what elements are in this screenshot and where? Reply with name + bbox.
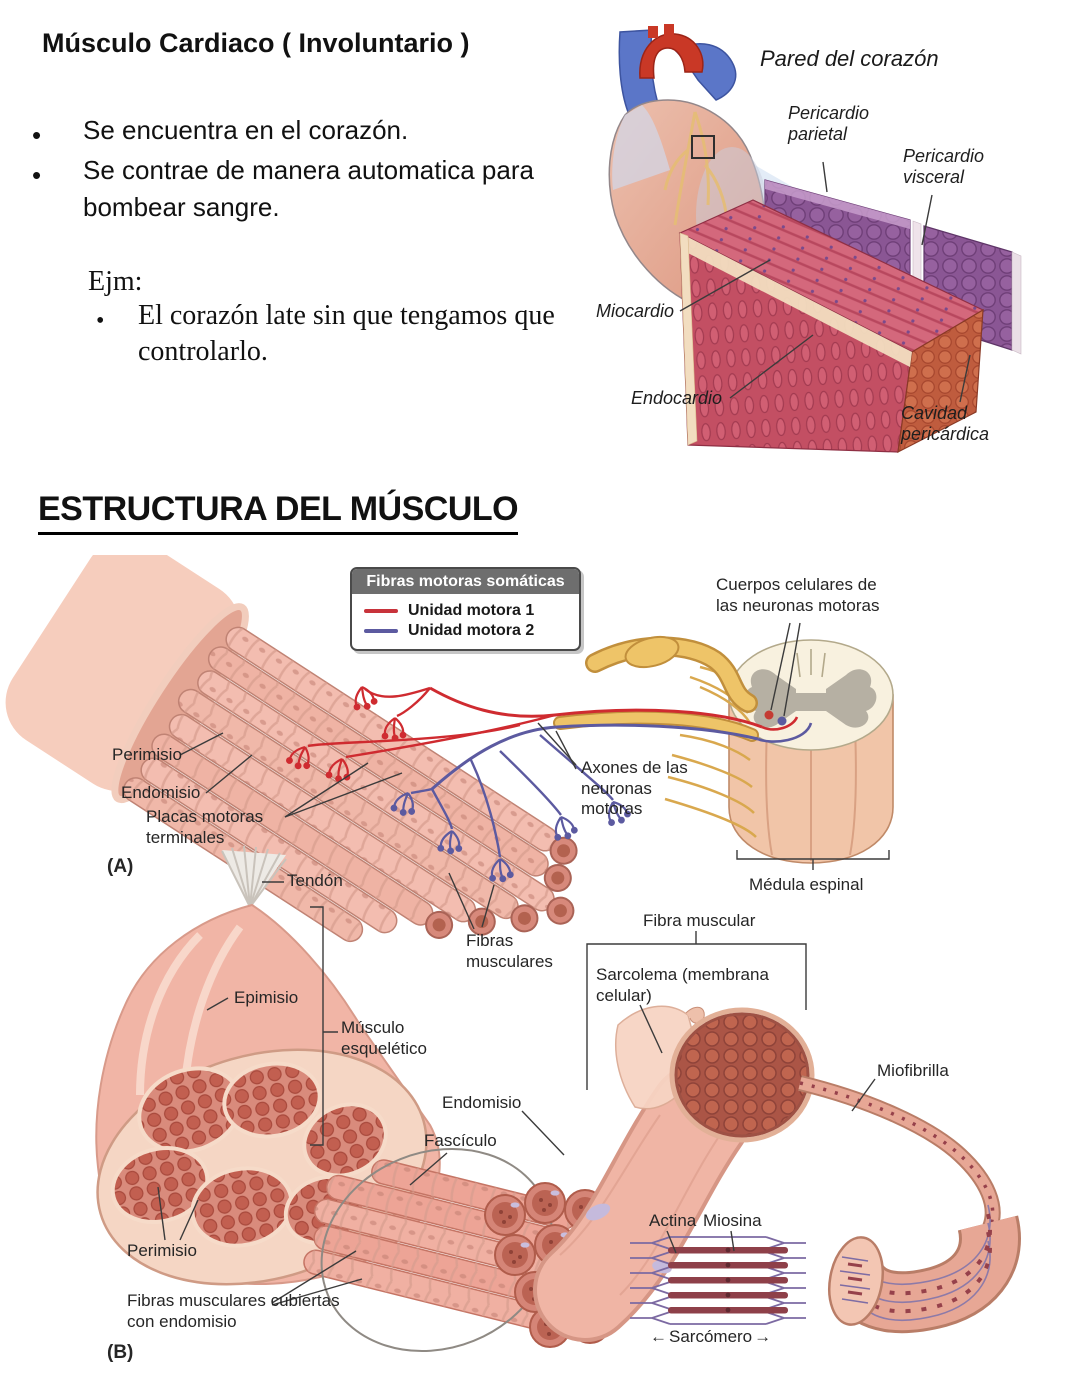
- muscle-fiber-illustration: [533, 1005, 815, 1342]
- label-endomisio-a: Endomisio: [121, 783, 201, 802]
- label-miosina: Miosina: [703, 1211, 762, 1230]
- arrow-right-icon: →: [754, 1327, 772, 1346]
- muscle-structure-illustration: [5, 538, 1021, 1353]
- example-bullet: El corazón late sin que tengamos que con…: [138, 300, 555, 367]
- endocardio-illustration: [680, 233, 912, 367]
- label-perimisio-a: Perimisio: [112, 745, 182, 764]
- bullet-icon: •: [32, 120, 42, 150]
- myofibril-illustration: [798, 1075, 1021, 1334]
- legend-box: Fibras motoras somáticas Unidad motora 1…: [350, 567, 581, 651]
- label-endocardio: Endocardio: [631, 388, 723, 408]
- label-medula-espinal: Médula espinal: [749, 875, 864, 894]
- panel-b-tag: (B): [107, 1342, 134, 1363]
- sarcomere-diagram: [630, 1236, 806, 1325]
- fascicle-compartments: [110, 1061, 388, 1248]
- page-title: Músculo Cardiaco ( Involuntario ): [42, 28, 470, 58]
- spinal-cord-illustration: [728, 639, 894, 864]
- label-cavidad-pericardica: Cavidad pericárdica: [901, 403, 990, 445]
- label-epimisio: Epimisio: [234, 988, 299, 1007]
- label-axones: Axones de las neuronas motoras: [581, 758, 688, 819]
- muscle-structure-figure: Fibras motoras somáticas Unidad motora 1…: [0, 538, 1080, 1395]
- motor-unit-2-axon: [389, 722, 813, 884]
- bullet-icon: •: [32, 160, 42, 190]
- zoom-box-icon: [691, 135, 715, 159]
- nerve-illustration: [553, 635, 759, 838]
- label-fasciculo: Fascículo: [424, 1131, 497, 1150]
- label-musculo-esqueletico: Músculo esquelético: [341, 1018, 428, 1058]
- cell-body-blue: [777, 716, 787, 726]
- fiber-cut-face: [674, 1012, 810, 1138]
- figure-title: Pared del corazón: [760, 46, 939, 71]
- leader-lines: [157, 622, 890, 1306]
- label-pericardio-parietal: Pericardio parietal: [788, 103, 870, 145]
- label-perimisio-b: Perimisio: [127, 1241, 197, 1260]
- label-miocardio: Miocardio: [596, 301, 675, 321]
- cell-body-red: [764, 710, 774, 720]
- motor-unit-1-axon: [284, 682, 799, 784]
- label-fibras-musculares-a: Fibras musculares: [466, 931, 553, 971]
- legend-item: Unidad motora 1: [360, 602, 571, 620]
- arrow-left-icon: ←: [650, 1327, 667, 1346]
- label-placas-motoras: Placas motoras terminales: [146, 807, 264, 847]
- label-endomisio-b: Endomisio: [442, 1093, 522, 1112]
- bullet-item: Se contrae de manera automatica para bom…: [83, 155, 534, 222]
- motor-unit-1-line-icon: [364, 609, 398, 613]
- legend-header: Fibras motoras somáticas: [352, 569, 579, 594]
- label-actina: Actina: [649, 1211, 697, 1230]
- coronary-arteries-illustration: [663, 111, 729, 226]
- bullet-icon: •: [96, 308, 105, 334]
- leader-lines: [679, 161, 971, 403]
- label-miofibrilla: Miofibrilla: [877, 1061, 949, 1080]
- muscle-fiber-bundle-illustration: [5, 538, 578, 943]
- bullet-item: Se encuentra en el corazón.: [83, 115, 409, 145]
- panel-a-tag: (A): [107, 856, 134, 877]
- motor-unit-2-line-icon: [364, 629, 398, 633]
- label-cuerpos-celulares: Cuerpos celulares de las neuronas motora…: [716, 575, 880, 615]
- section-heading: ESTRUCTURA DEL MÚSCULO: [38, 490, 519, 535]
- label-sarcolema: Sarcolema (membrana celular): [596, 965, 769, 1005]
- label-fibra-muscular: Fibra muscular: [643, 911, 756, 930]
- label-pericardio-visceral: Pericardio visceral: [903, 146, 985, 188]
- gray-matter-illustration: [745, 669, 877, 728]
- label-fibras-cubiertas: Fibras musculares cubiertas con endomisi…: [127, 1291, 340, 1331]
- heart-wall-illustration: [608, 24, 1022, 454]
- heart-wall-figure: Pared del corazón Pericardio parietal Pe…: [580, 20, 1080, 455]
- legend-item: Unidad motora 2: [360, 622, 571, 640]
- label-sarcomero: ← Sarcómero →: [650, 1327, 772, 1346]
- label-tendon: Tendón: [287, 871, 343, 890]
- fiber-cross-sections: [425, 836, 578, 939]
- example-heading: Ejm:: [88, 266, 143, 297]
